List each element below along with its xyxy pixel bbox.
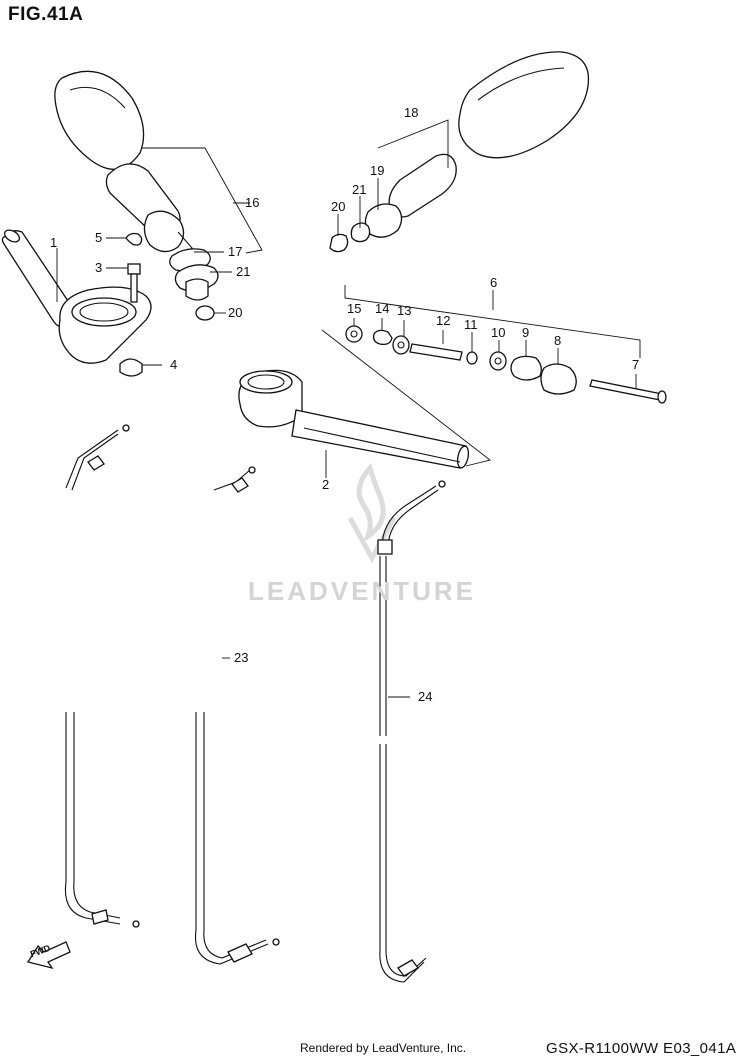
clutch-cable-23-right: [194, 712, 280, 965]
callout-11: 11: [464, 317, 478, 332]
callout-14: 14: [375, 301, 390, 316]
callout-16: 16: [245, 195, 260, 210]
callout-21-right: 21: [352, 182, 367, 197]
callout-15: 15: [347, 301, 362, 316]
callout-8: 8: [554, 333, 562, 348]
callout-20-right: 20: [331, 199, 346, 214]
callout-13: 13: [397, 303, 412, 318]
fwd-arrow: [26, 941, 71, 970]
right-mirror: [329, 51, 590, 253]
cable-end-left: [65, 424, 130, 491]
callout-3: 3: [95, 260, 103, 275]
model-code: GSX-R1100WW E03_041A: [546, 1040, 737, 1057]
callout-7: 7: [632, 357, 640, 372]
callout-5: 5: [95, 230, 103, 245]
watermark-logo: [347, 462, 397, 564]
callout-19: 19: [370, 163, 385, 178]
left-mirror-hardware: [169, 248, 219, 321]
cable-end-mid: [213, 466, 256, 493]
callout-21-left: 21: [236, 264, 251, 279]
left-mirror: [54, 70, 193, 257]
callout-10: 10: [491, 325, 506, 340]
callout-6: 6: [490, 275, 498, 290]
throttle-cable-24: [377, 480, 446, 983]
bar-end-parts: [345, 325, 667, 404]
clutch-cable-23-left: [64, 712, 140, 928]
callout-12: 12: [436, 313, 451, 328]
bolt-and-cap: [119, 232, 143, 377]
leader-18: [377, 119, 449, 168]
callout-20-left: 20: [228, 305, 243, 320]
callout-4: 4: [170, 357, 178, 372]
callout-1: 1: [50, 235, 58, 250]
callout-18: 18: [404, 105, 419, 120]
rendered-by-credit: Rendered by LeadVenture, Inc.: [300, 1041, 467, 1055]
callout-2: 2: [322, 477, 330, 492]
callout-24: 24: [418, 689, 433, 704]
figure-title: FIG.41A: [8, 4, 84, 25]
callout-23: 23: [234, 650, 249, 665]
callout-17: 17: [228, 244, 243, 259]
callout-9: 9: [522, 325, 530, 340]
leader-6: [344, 285, 641, 358]
watermark-text: LEADVENTURE: [248, 576, 477, 606]
right-handlebar: [238, 369, 470, 469]
leader-2-triangle: [321, 329, 492, 467]
left-grip: [1, 229, 152, 364]
leader-16: [142, 147, 263, 254]
